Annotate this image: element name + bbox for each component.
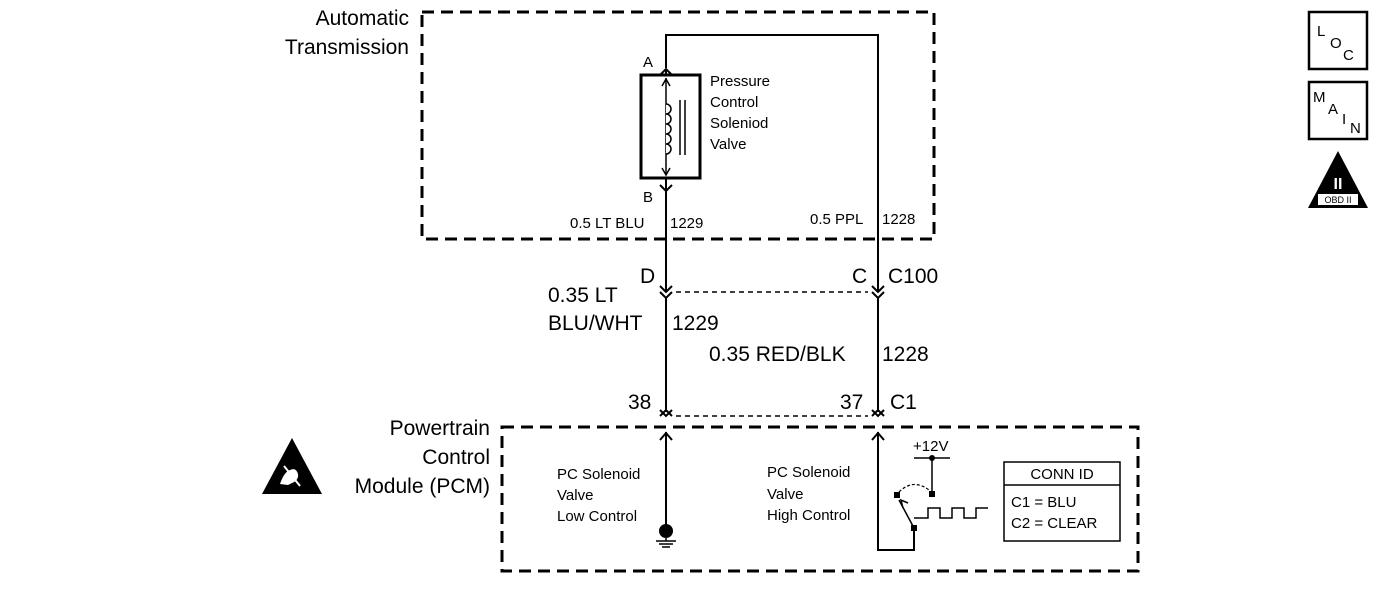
conn-id-box: CONN ID C1 = BLU C2 = CLEAR	[1003, 461, 1121, 542]
loc-letter-o: O	[1330, 35, 1342, 52]
low-control-label-line2: Valve	[557, 487, 593, 504]
obd-ii-icon[interactable]: II OBD II	[1308, 151, 1368, 208]
solenoid-label-line4: Valve	[710, 136, 746, 153]
connector-c100: D C C100	[640, 265, 938, 300]
wire-1228-lower-circuit: 1228	[882, 343, 929, 366]
transmission-label-line2: Transmission	[285, 36, 409, 59]
c100-pin-d: D	[640, 265, 655, 288]
solenoid-label-line2: Control	[710, 94, 758, 111]
main-letter-i: I	[1342, 111, 1346, 128]
loc-letter-c: C	[1343, 47, 1354, 64]
pwm-waveform-icon	[914, 507, 988, 519]
pcm-box: Powertrain Control Module (PCM) PC Solen…	[262, 417, 1140, 573]
c100-pin-c: C	[852, 265, 867, 288]
conn-id-row1: C1 = BLU	[1011, 494, 1076, 511]
wire-1229-upper-gauge-color: 0.5 LT BLU	[570, 215, 645, 232]
connector-c1: 38 37 C1	[628, 391, 917, 418]
wire-1229-lower-gauge-color-line1: 0.35 LT	[548, 284, 618, 307]
loc-button[interactable]: L O C	[1307, 10, 1369, 71]
low-control-label-line3: Low Control	[557, 508, 637, 525]
high-control-label-line2: Valve	[767, 486, 803, 503]
high-control-label-line1: PC Solenoid	[767, 464, 850, 481]
automatic-transmission-box: Automatic Transmission	[285, 7, 936, 241]
pcm-outline	[500, 425, 1140, 573]
c1-pin-38: 38	[628, 391, 651, 414]
c1-pin-37: 37	[840, 391, 863, 414]
solenoid-pin-b: B	[643, 189, 653, 206]
conn-id-title: CONN ID	[1030, 466, 1094, 483]
main-button[interactable]: M A I N	[1307, 80, 1369, 141]
esd-warning-icon	[262, 438, 322, 494]
high-control-label-line3: High Control	[767, 507, 850, 524]
wire-1229-lower-circuit: 1229	[672, 312, 719, 335]
obd-label: OBD II	[1324, 195, 1351, 205]
low-control-label-line1: PC Solenoid	[557, 466, 640, 483]
transmission-outline	[420, 10, 936, 241]
pressure-control-solenoid: A Pressure Control Soleniod Valve B	[639, 34, 879, 292]
main-letter-m: M	[1313, 89, 1326, 106]
high-control-wire	[877, 432, 915, 551]
wire-1229-lower-gauge-color-line2: BLU/WHT	[548, 312, 643, 335]
pcm-label-line1: Powertrain	[390, 417, 490, 440]
supply-voltage: +12V	[913, 438, 948, 455]
c100-name: C100	[888, 265, 938, 288]
wire-1228-upper-circuit: 1228	[882, 211, 915, 228]
solenoid-label-line1: Pressure	[710, 73, 770, 90]
solenoid-body	[639, 73, 702, 180]
wire-1228-upper-gauge-color: 0.5 PPL	[810, 211, 863, 228]
main-letter-a: A	[1328, 101, 1338, 118]
conn-id-row2: C2 = CLEAR	[1011, 515, 1097, 532]
pcm-label-line3: Module (PCM)	[355, 475, 490, 498]
switch-icon	[894, 455, 950, 531]
c1-name: C1	[890, 391, 917, 414]
wire-1228-lower-gauge-color: 0.35 RED/BLK	[709, 343, 846, 366]
obd-symbol: II	[1334, 176, 1343, 193]
wire-1228-upper	[665, 34, 879, 292]
ground-icon	[656, 524, 676, 548]
main-letter-n: N	[1350, 120, 1361, 137]
transmission-label-line1: Automatic	[316, 7, 409, 30]
wire-1229-upper-circuit: 1229	[670, 215, 703, 232]
solenoid-pin-a: A	[643, 54, 653, 71]
coil-icon	[665, 103, 672, 155]
loc-letter-l: L	[1317, 23, 1325, 40]
solenoid-label-line3: Soleniod	[710, 115, 768, 132]
pcm-label-line2: Control	[422, 446, 490, 469]
